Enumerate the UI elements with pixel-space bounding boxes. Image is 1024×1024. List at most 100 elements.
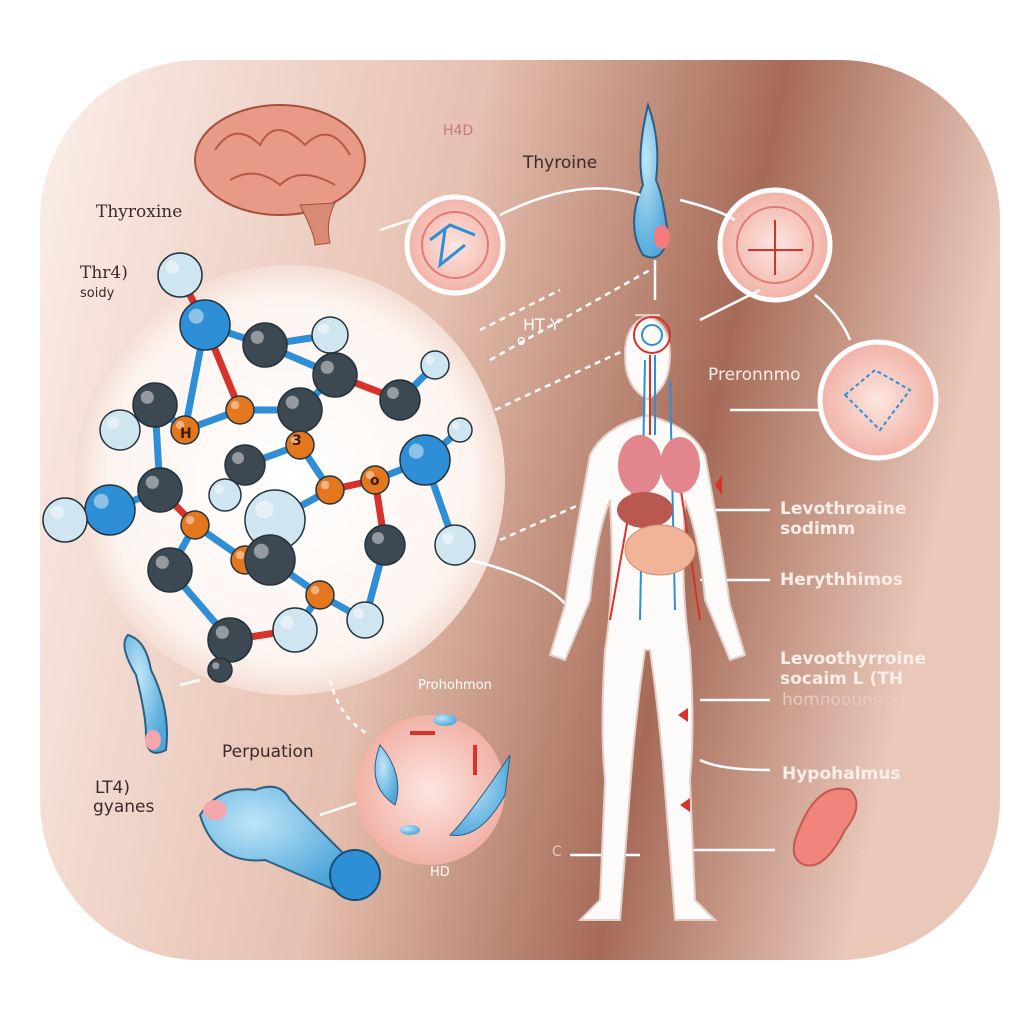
molecule-atom	[447, 417, 473, 443]
atom-highlight	[107, 417, 119, 429]
atom-highlight	[232, 452, 244, 464]
molecule-atom	[99, 409, 141, 451]
label-hty-o: o	[517, 333, 526, 349]
label-hd: HD	[430, 865, 450, 880]
atom-highlight	[212, 662, 220, 670]
atom-highlight	[145, 475, 159, 489]
molecule-label-o: o	[370, 473, 380, 489]
molecule-atom	[311, 316, 349, 354]
molecule-atom	[346, 601, 384, 639]
molecule-atom	[208, 478, 242, 512]
label-soidy: soidy	[80, 286, 115, 301]
molecule-atom	[180, 510, 210, 540]
molecule-atom	[244, 534, 296, 586]
atom-highlight	[280, 615, 294, 629]
atom-highlight	[372, 532, 384, 544]
molecule-atom	[225, 395, 255, 425]
molecule-atom	[179, 299, 231, 351]
molecule-atom	[272, 607, 318, 653]
receptor-circle-right	[717, 187, 833, 303]
label-levothyroxine-line3: homnoounnou)	[782, 690, 912, 710]
atom-highlight	[140, 390, 154, 404]
molecule-atom	[277, 387, 323, 433]
atom-highlight	[230, 400, 240, 410]
atom-highlight	[442, 532, 454, 544]
atom-highlight	[452, 422, 460, 430]
human-body-illustration	[548, 314, 747, 921]
kidney-illustration	[792, 787, 858, 867]
label-levothyroxine-line1: Levoothyrroine	[780, 649, 927, 669]
atom-highlight	[50, 505, 64, 519]
molecule-atom	[157, 252, 203, 298]
atom-highlight	[320, 480, 330, 490]
atom-highlight	[320, 360, 334, 374]
molecule-atom	[132, 382, 178, 428]
label-c: C	[552, 844, 562, 860]
atom-highlight	[175, 420, 185, 430]
label-hty: HT Y	[523, 315, 560, 334]
molecule-atom	[285, 430, 315, 460]
atom-highlight	[93, 493, 109, 509]
label-thyroine: Thyroine	[523, 153, 598, 173]
atom-highlight	[365, 470, 375, 480]
receptor-circle-left	[404, 194, 506, 296]
atom-highlight	[353, 608, 365, 620]
receptor-protein-illustration	[198, 785, 381, 901]
molecule-atom	[137, 467, 183, 513]
atom-highlight	[285, 395, 299, 409]
molecule-atom	[224, 444, 266, 486]
molecule-label-h: H	[180, 426, 192, 442]
label-gyanes: gyanes	[93, 797, 155, 817]
molecule-atom	[399, 434, 451, 486]
label-levothroxine-line2: sodimm	[780, 519, 856, 539]
cell-circle-right	[817, 339, 939, 461]
molecule-atom	[305, 580, 335, 610]
atom-highlight	[188, 308, 204, 324]
atom-highlight	[235, 550, 245, 560]
atom-highlight	[215, 625, 229, 639]
molecule-atom	[364, 524, 406, 566]
molecule-atom	[242, 322, 288, 368]
cell-illustration-left	[123, 633, 168, 754]
molecule-atom	[207, 657, 233, 683]
label-prohormone: Prohohmon	[418, 678, 492, 693]
molecule-atom	[434, 524, 476, 566]
brain-illustration	[194, 104, 366, 246]
label-levothroxine-line1: Levothroaine	[780, 499, 907, 519]
label-thyroxine: Thyroxine	[96, 202, 183, 222]
molecule-atom	[147, 547, 193, 593]
label-levothyroxine-line2: socaim L (TH	[780, 669, 904, 689]
atom-highlight	[408, 443, 424, 459]
atom-highlight	[250, 330, 264, 344]
molecule-atom	[360, 465, 390, 495]
red-arrows	[678, 475, 722, 812]
label-h4d: H4D	[443, 123, 474, 139]
atom-highlight	[425, 355, 435, 365]
thyroxine-molecule	[42, 252, 476, 683]
molecule-atom	[42, 497, 88, 543]
atom-highlight	[185, 515, 195, 525]
label-d: D	[852, 844, 863, 860]
atom-highlight	[318, 323, 330, 335]
molecule-atom	[207, 617, 253, 663]
atom-highlight	[290, 435, 300, 445]
molecule-label-3: 3	[292, 433, 302, 449]
atom-highlight	[214, 484, 225, 495]
atom-highlight	[155, 555, 169, 569]
molecule-atom	[420, 350, 450, 380]
label-herythimos: Herythhimos	[780, 570, 903, 590]
label-preronnmo: Preronnmo	[708, 365, 801, 385]
molecule-atom	[170, 415, 200, 445]
atom-highlight	[165, 260, 179, 274]
connector-lines	[179, 187, 852, 857]
label-lt4: LT4)	[95, 778, 130, 798]
molecule-atom	[312, 352, 358, 398]
label-hypothalamus: Hypohalmus	[782, 764, 901, 784]
thyroid-gland-illustration	[633, 101, 670, 259]
molecule-atom	[84, 484, 136, 536]
atom-highlight	[387, 387, 399, 399]
atom-highlight	[255, 500, 274, 519]
label-thr4: Thr4)	[80, 263, 128, 283]
prohormone-circle	[355, 714, 511, 865]
